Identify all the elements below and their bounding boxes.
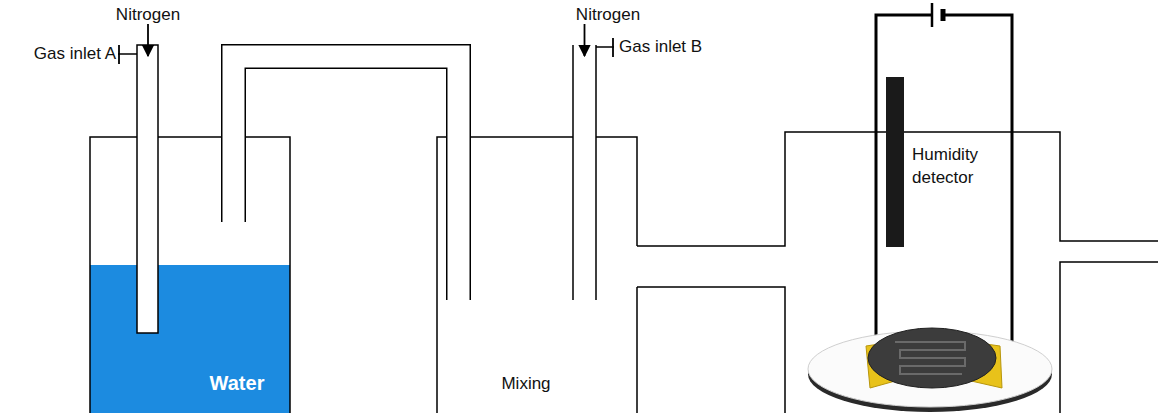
water-fill bbox=[90, 265, 290, 413]
sensing-film bbox=[868, 328, 996, 388]
gas-label: Nitrogen bbox=[116, 5, 180, 25]
water-bottle bbox=[90, 137, 290, 413]
inlet-tube bbox=[573, 45, 596, 300]
tube-wall bbox=[234, 57, 459, 301]
connecting-tube bbox=[234, 57, 459, 301]
inlet-tube bbox=[137, 45, 158, 333]
mixing-chamber: Mixing bbox=[437, 137, 637, 413]
circuit-wire bbox=[876, 15, 1012, 352]
inlet-label: Gas inlet B bbox=[619, 37, 702, 57]
flow-arrow bbox=[584, 24, 586, 56]
inlet-tube-fill bbox=[573, 45, 596, 300]
flow-arrow bbox=[147, 24, 149, 56]
node-label: Water bbox=[210, 373, 265, 393]
node-label: Humidity detector bbox=[912, 143, 1012, 189]
node-label: Mixing bbox=[501, 374, 550, 394]
valve-symbol bbox=[596, 46, 614, 48]
valve-symbol bbox=[612, 38, 614, 57]
gas-label: Nitrogen bbox=[576, 5, 640, 25]
water-bottle: Water bbox=[90, 137, 290, 413]
inlet-label: Gas inlet A bbox=[34, 44, 116, 64]
interdigitated-electrode bbox=[895, 342, 965, 374]
tube-bore bbox=[234, 57, 459, 301]
battery-symbol bbox=[941, 9, 946, 21]
humidity-detector: Humidity detector bbox=[886, 77, 904, 247]
valve-symbol bbox=[118, 53, 137, 55]
battery-symbol bbox=[931, 3, 934, 27]
valve-symbol bbox=[118, 45, 120, 64]
